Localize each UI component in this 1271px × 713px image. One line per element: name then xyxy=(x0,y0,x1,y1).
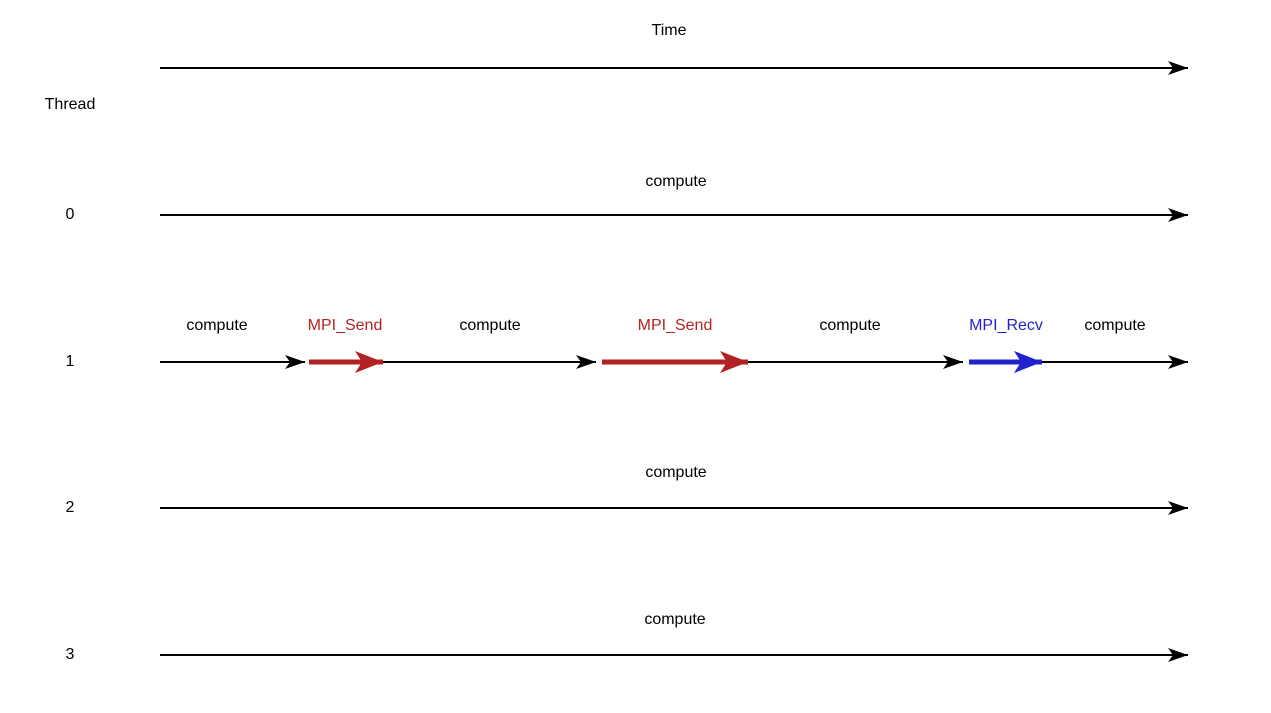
thread2-id-label: 2 xyxy=(65,499,75,516)
thread1-compute-label-3: compute xyxy=(819,317,881,334)
thread1-id-label: 1 xyxy=(65,353,75,370)
time-axis-label: Time xyxy=(651,22,687,39)
thread2-compute-label: compute xyxy=(645,464,707,481)
thread1-mpi-send-label-2: MPI_Send xyxy=(637,317,713,334)
thread1-compute-label-2: compute xyxy=(459,317,521,334)
thread1-compute-label-1: compute xyxy=(186,317,248,334)
thread3-id-label: 3 xyxy=(65,646,75,663)
thread1-mpi-recv-label: MPI_Recv xyxy=(969,317,1043,334)
thread0-compute-label: compute xyxy=(645,173,707,190)
thread1-compute-label-4: compute xyxy=(1084,317,1146,334)
thread3-compute-label: compute xyxy=(644,611,706,628)
thread0-id-label: 0 xyxy=(65,206,75,223)
thread1-mpi-send-label-1: MPI_Send xyxy=(307,317,383,334)
thread-axis-label: Thread xyxy=(44,96,96,113)
